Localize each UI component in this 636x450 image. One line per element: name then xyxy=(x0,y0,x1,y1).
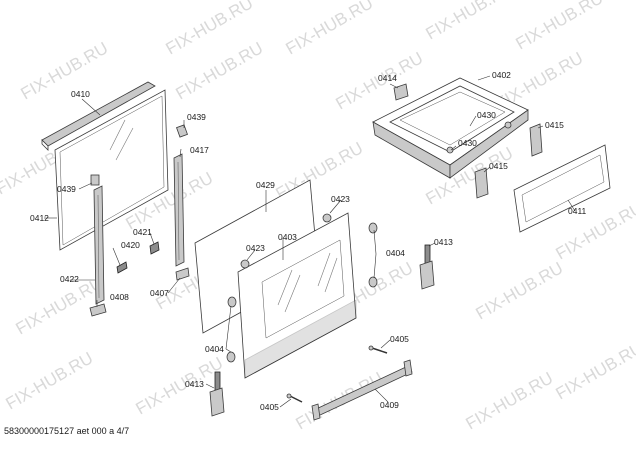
part-label: 0414 xyxy=(378,73,397,83)
part-label: 0420 xyxy=(121,240,140,250)
part-label: 0410 xyxy=(71,89,90,99)
screw xyxy=(286,345,388,403)
clip-part xyxy=(90,124,188,186)
door-handle xyxy=(311,359,413,421)
part-label: 0430 xyxy=(458,138,477,148)
part-label: 0405 xyxy=(390,334,409,344)
tray-bracket xyxy=(393,83,409,101)
outer-door-glass xyxy=(237,212,357,379)
part-label: 0430 xyxy=(477,110,496,120)
watermark: FIX-HUB.RU xyxy=(423,0,517,43)
storage-tray xyxy=(372,77,529,179)
part-label: 0407 xyxy=(150,288,169,298)
tray-rail xyxy=(474,123,543,199)
part-label: 0423 xyxy=(331,194,350,204)
watermark: FIX-HUB.RU xyxy=(463,368,557,433)
right-side-profile xyxy=(173,153,185,267)
part-label: 0439 xyxy=(57,184,76,194)
part-label: 0423 xyxy=(246,243,265,253)
left-side-profile xyxy=(93,185,105,305)
watermark: FIX-HUB.RU xyxy=(3,348,97,413)
drawing-reference: 58300000175127 aet 000 a 4/7 xyxy=(4,426,130,436)
door-hinge xyxy=(209,244,435,417)
watermark: FIX-HUB.RU xyxy=(283,0,377,58)
part-label: 0415 xyxy=(545,120,564,130)
part-labels: 0410 0439 0439 0417 0412 0420 0421 0422 … xyxy=(30,70,587,412)
part-label: 0411 xyxy=(568,206,587,216)
hinge-bush xyxy=(226,222,378,363)
leader-lines xyxy=(44,75,576,408)
part-label: 0412 xyxy=(30,213,49,223)
part-label: 0417 xyxy=(190,145,209,155)
part-label: 0405 xyxy=(260,402,279,412)
tray-front-panel xyxy=(513,144,611,233)
part-label: 0402 xyxy=(492,70,511,80)
part-label: 0415 xyxy=(489,161,508,171)
part-label: 0421 xyxy=(133,227,152,237)
inner-glass-panel xyxy=(54,89,169,251)
part-label: 0422 xyxy=(60,274,79,284)
part-label: 0413 xyxy=(185,379,204,389)
part-label: 0408 xyxy=(110,292,129,302)
watermark: FIX-HUB.RU xyxy=(513,0,607,53)
watermark: FIX-HUB.RU xyxy=(18,38,112,103)
watermark: FIX-HUB.RU xyxy=(473,258,567,323)
part-label: 0413 xyxy=(434,237,453,247)
bottom-clip xyxy=(89,267,190,317)
part-label: 0404 xyxy=(205,344,224,354)
watermark: FIX-HUB.RU xyxy=(553,338,636,403)
part-label: 0429 xyxy=(256,180,275,190)
part-label: 0403 xyxy=(278,232,297,242)
door-bush xyxy=(240,213,332,269)
part-label: 0439 xyxy=(187,112,206,122)
small-fastener xyxy=(116,241,160,274)
part-label: 0409 xyxy=(380,400,399,410)
part-label: 0404 xyxy=(386,248,405,258)
